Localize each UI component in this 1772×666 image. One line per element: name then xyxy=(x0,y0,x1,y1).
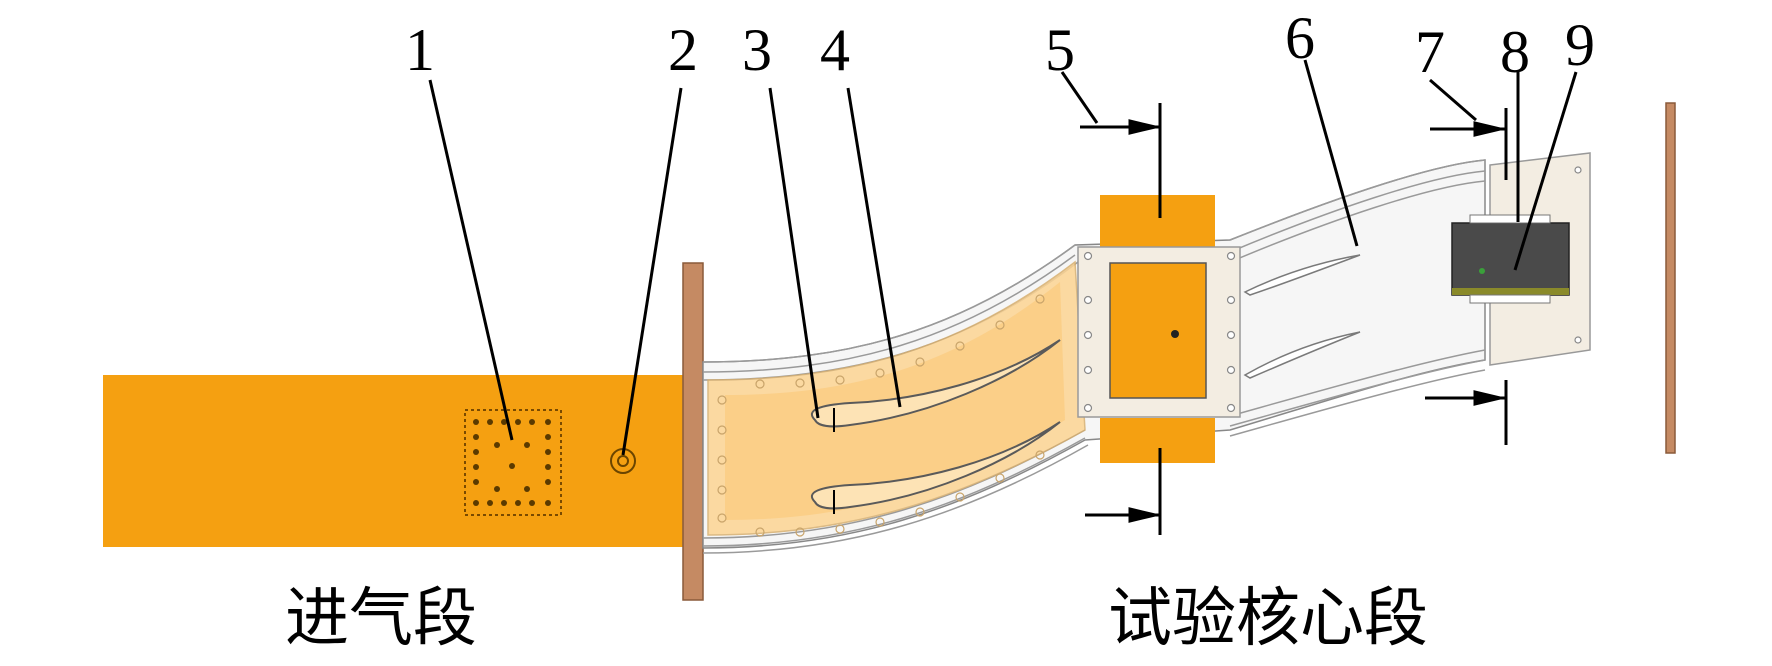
callout-2: 2 xyxy=(668,17,698,83)
outlet-flange xyxy=(1665,102,1676,454)
frame-bolts xyxy=(1083,251,1236,413)
callout-3: 3 xyxy=(742,17,772,83)
callout-6: 6 xyxy=(1285,5,1315,71)
perforated-plate xyxy=(464,409,562,516)
window-bolts xyxy=(717,294,1045,537)
section-label-core: 试验核心段 xyxy=(1108,582,1428,656)
callout-7: 7 xyxy=(1415,19,1445,85)
callout-1: 1 xyxy=(405,17,435,83)
callout-5: 5 xyxy=(1045,17,1075,83)
outlet-dark-block xyxy=(1451,222,1570,296)
section-label-inlet: 进气段 xyxy=(285,582,477,656)
cascade-blades xyxy=(811,339,1061,510)
section-markers xyxy=(1080,103,1508,535)
callout-4: 4 xyxy=(820,17,850,83)
center-clamp-bottom xyxy=(1100,418,1215,463)
inlet-duct xyxy=(103,375,690,547)
callout-9: 9 xyxy=(1565,12,1595,78)
callout-8: 8 xyxy=(1500,19,1530,85)
leader-lines xyxy=(428,59,1578,456)
center-plate xyxy=(1109,262,1207,399)
outlet-blades xyxy=(1243,254,1361,379)
inlet-flange xyxy=(682,262,704,601)
